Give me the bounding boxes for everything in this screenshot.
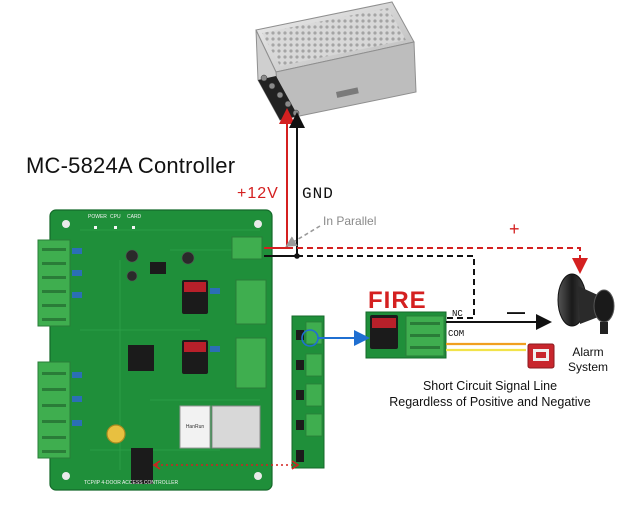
diagram-title: MC-5824A Controller xyxy=(26,153,236,178)
alarm-label-line2: System xyxy=(567,360,608,374)
blue-arrow xyxy=(301,329,370,347)
alarm-label-line1: Alarm xyxy=(572,345,604,359)
wire-com-signal xyxy=(446,342,526,352)
wire-parallel xyxy=(285,225,321,247)
wire-alarm-positive xyxy=(287,247,588,274)
led-label-power: POWER xyxy=(88,214,107,220)
alarm-horn-image xyxy=(557,273,615,334)
board-footer-text: TCP/IP 4-DOOR ACCESS CONTROLLER xyxy=(84,480,179,486)
label-com: COM xyxy=(448,329,465,339)
label-in-parallel: In Parallel xyxy=(323,214,377,228)
label-plus: + xyxy=(509,219,520,239)
power-supply-image xyxy=(255,1,417,121)
wire-gnd-to-nc xyxy=(297,255,475,319)
label-fire: FIRE xyxy=(368,287,427,314)
note-line2: Regardless of Positive and Negative xyxy=(389,395,591,410)
module-text: HanRun xyxy=(186,424,205,430)
fire-button-image xyxy=(527,343,555,369)
led-label-card: CARD xyxy=(127,214,142,220)
label-minus: — xyxy=(507,302,525,322)
label-gnd: GND xyxy=(302,185,334,203)
label-12v: +12V xyxy=(237,185,279,202)
note-line1: Short Circuit Signal Line xyxy=(422,379,558,393)
led-label-cpu: CPU xyxy=(110,214,121,220)
label-nc: NC xyxy=(452,309,463,319)
controller-board: HanRun xyxy=(37,209,273,491)
label-alarm-system: Alarm System xyxy=(555,345,621,375)
ribbon-link xyxy=(152,460,300,470)
expansion-board xyxy=(291,315,325,469)
short-circuit-note: Short Circuit Signal Line Regardless of … xyxy=(370,378,610,411)
fire-relay-module xyxy=(365,311,447,359)
